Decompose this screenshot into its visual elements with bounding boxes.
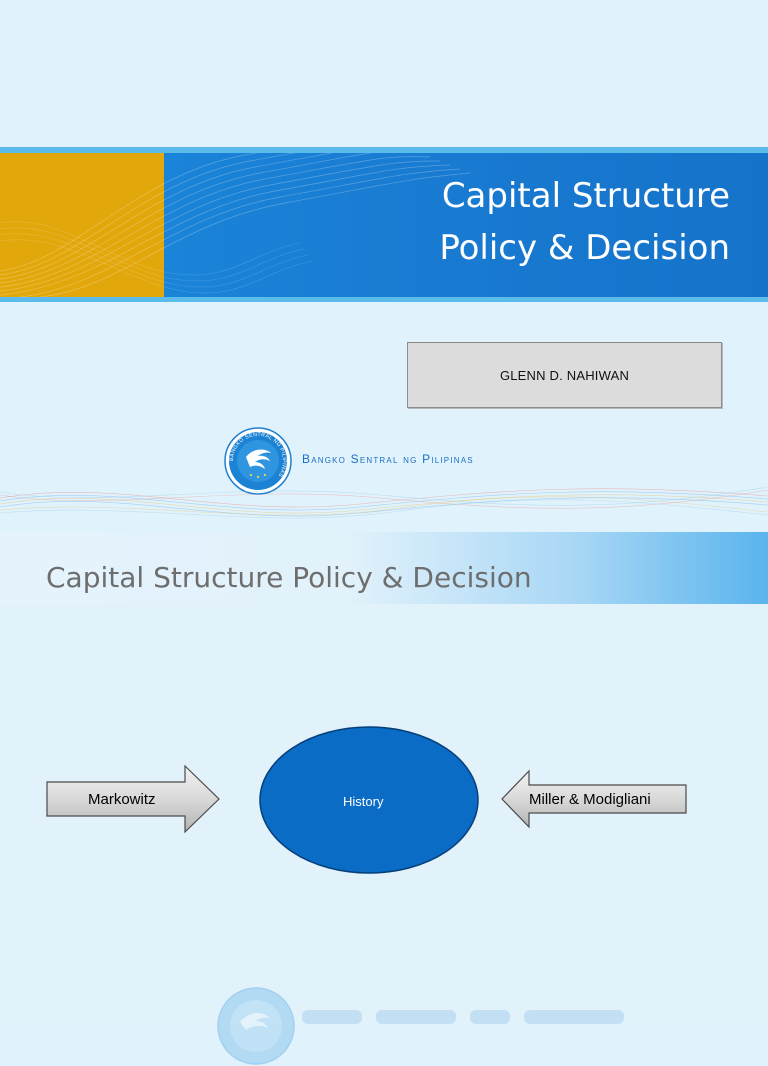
title-banner-blue-block xyxy=(164,153,768,297)
left-arrow-shape xyxy=(501,769,687,829)
author-box: GLENN D. NAHIWAN xyxy=(407,342,722,408)
history-label: History xyxy=(343,794,384,809)
miller-modigliani-label: Miller & Modigliani xyxy=(529,791,651,808)
markowitz-label: Markowitz xyxy=(88,791,156,808)
history-diagram xyxy=(46,726,687,874)
slide-2-title-band xyxy=(0,532,768,604)
title-banner-gold-block xyxy=(0,153,164,297)
footer-wave-lines xyxy=(0,486,768,519)
bsp-watermark-text xyxy=(302,1010,624,1024)
slide-1-title-line-2: Policy & Decision xyxy=(439,228,730,268)
bsp-seal-icon: BANGKO SENTRAL NG PILIPINAS xyxy=(224,427,292,495)
slide-2-title: Capital Structure Policy & Decision xyxy=(46,561,532,594)
slide-1-title-line-1: Capital Structure xyxy=(441,176,730,216)
institution-name: Bangko Sentral ng Pilipinas xyxy=(302,452,474,466)
bsp-watermark-icon xyxy=(217,987,295,1065)
right-arrow-shape xyxy=(46,764,220,834)
history-ellipse xyxy=(259,726,479,874)
slide-1-title: Capital Structure Policy & Decision xyxy=(439,170,730,274)
